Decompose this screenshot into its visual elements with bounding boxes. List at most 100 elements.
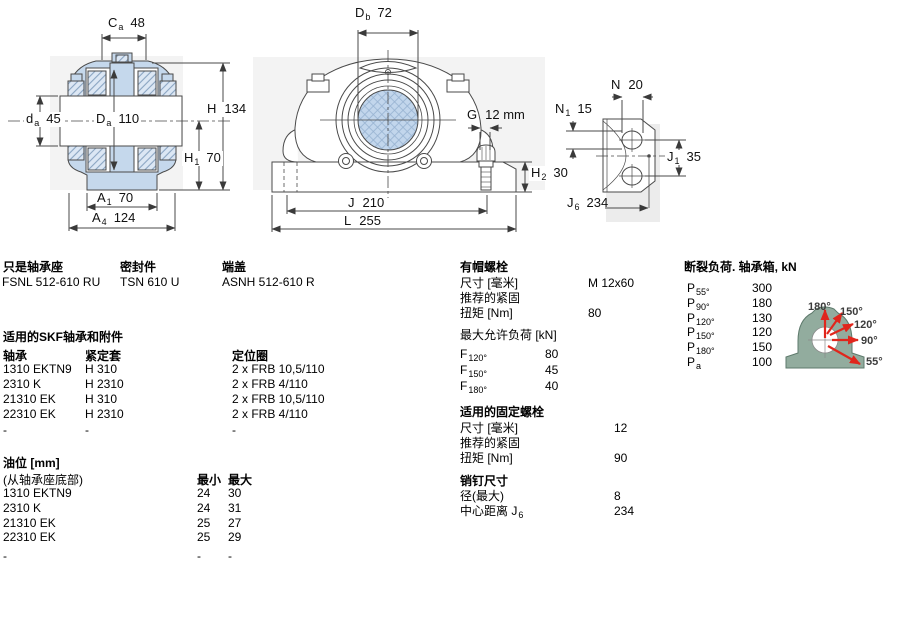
cap-bolt-size-value: M 12x60 — [588, 276, 635, 290]
bearing-cell: 22310 EK — [3, 530, 56, 544]
table-row: - - - — [0, 423, 430, 437]
attachment-bolt-size-label: 尺寸 [毫米] — [460, 421, 519, 435]
load-f180-value: 40 — [545, 379, 559, 393]
load-f150-label: F150° — [460, 363, 487, 380]
col-header-sleeve: 紧定套 — [85, 349, 122, 363]
end-cover-value: ASNH 512-610 R — [222, 275, 315, 289]
load-p120-label: P120° — [687, 311, 715, 328]
col-header-ring: 定位圈 — [232, 349, 269, 363]
load-p180-value: 150 — [752, 340, 773, 354]
attachment-bolt-torque-label: 扭矩 [Nm] — [460, 451, 513, 465]
table-row: 2310 K 24 31 — [0, 501, 430, 515]
seal-value: TSN 610 U — [120, 275, 180, 289]
load-p150-label: P150° — [687, 325, 715, 342]
cap-bolt-size-label: 尺寸 [毫米] — [460, 276, 519, 290]
ring-cell: 2 x FRB 10,5/110 — [232, 392, 325, 406]
housing-only-label: 只是轴承座 — [3, 260, 64, 274]
col-header-max: 最大 — [228, 473, 253, 487]
table-row: 1310 EKTN9 H 310 2 x FRB 10,5/110 — [0, 362, 430, 376]
attachment-bolt-torque-value: 90 — [614, 451, 628, 465]
ring-cell: 2 x FRB 4/110 — [232, 407, 308, 421]
load-f150-value: 45 — [545, 363, 559, 377]
table-row: 21310 EK 25 27 — [0, 516, 430, 530]
bearing-cell: 22310 EK — [3, 407, 56, 421]
pin-center-distance-label: 中心距离 J6 — [460, 504, 524, 521]
cap-bolt-torque-label: 扭矩 [Nm] — [460, 306, 513, 320]
breaking-loads-title: 断裂负荷. 轴承箱, kN — [684, 260, 797, 274]
max-cell: 29 — [228, 530, 242, 544]
angle-label-90: 90° — [861, 335, 878, 347]
sleeve-cell: H 310 — [85, 392, 118, 406]
bearing-section-lower-left — [87, 147, 107, 171]
angle-label-150: 150° — [840, 306, 863, 318]
pin-center-distance-value: 234 — [614, 504, 635, 518]
table-row: - - - — [0, 549, 430, 563]
load-direction-diagram — [785, 306, 865, 369]
angle-label-120: 120° — [854, 319, 877, 331]
pin-diameter-label: 径(最大) — [460, 489, 504, 503]
load-p180-label: P180° — [687, 340, 715, 357]
load-p120-value: 130 — [752, 311, 773, 325]
pin-diameter-value: 8 — [614, 489, 621, 503]
min-cell: 24 — [197, 486, 211, 500]
ring-cell: - — [232, 423, 236, 437]
ring-cell: 2 x FRB 4/110 — [232, 377, 308, 391]
load-pa-value: 100 — [752, 355, 773, 369]
seal-label: 密封件 — [120, 260, 157, 274]
col-header-bearing: 轴承 — [3, 349, 28, 363]
table-row: 2310 K H 2310 2 x FRB 4/110 — [0, 377, 430, 391]
bearing-cell: 1310 EKTN9 — [3, 486, 72, 500]
bearing-cell: 21310 EK — [3, 516, 56, 530]
min-cell: 24 — [197, 501, 211, 515]
max-cell: 30 — [228, 486, 242, 500]
load-f120-value: 80 — [545, 347, 559, 361]
dimension-lines-front-view — [271, 29, 532, 233]
sleeve-cell: H 2310 — [85, 407, 124, 421]
cap-bolts-title: 有帽螺栓 — [460, 260, 509, 274]
load-p90-value: 180 — [752, 296, 773, 310]
attachment-bolt-size-value: 12 — [614, 421, 628, 435]
load-p90-label: P90° — [687, 296, 710, 313]
attachment-bolt-tighten-label: 推荐的紧固 — [460, 436, 521, 450]
housing-only-value: FSNL 512-610 RU — [2, 275, 101, 289]
attachment-bolts-title: 适用的固定螺栓 — [460, 405, 545, 419]
dimension-lines-foot-view — [566, 93, 686, 212]
cap-bolt-torque-value: 80 — [588, 306, 602, 320]
table-row: 22310 EK H 2310 2 x FRB 4/110 — [0, 407, 430, 421]
load-f180-label: F180° — [460, 379, 487, 396]
load-p55-value: 300 — [752, 281, 773, 295]
bearing-section-lower-right — [137, 147, 157, 171]
max-cell: 27 — [228, 516, 242, 530]
foot-plan-drawing — [566, 93, 690, 222]
end-cover-label: 端盖 — [222, 260, 247, 274]
load-f120-label: F120° — [460, 347, 487, 364]
max-cell: - — [228, 549, 232, 563]
sleeve-cell: H 310 — [85, 362, 118, 376]
bearing-section-upper-right — [137, 70, 157, 96]
seal-section-right — [159, 80, 177, 97]
cap-bolt-tighten-label: 推荐的紧固 — [460, 291, 521, 305]
min-cell: - — [197, 549, 201, 563]
base-plate — [271, 161, 517, 193]
max-cell: 31 — [228, 501, 242, 515]
bearing-cell: - — [3, 549, 7, 563]
max-load-title: 最大允许负荷 [kN] — [460, 328, 557, 342]
front-view-drawing — [253, 29, 545, 233]
min-cell: 25 — [197, 530, 211, 544]
table-row: 1310 EKTN9 24 30 — [0, 486, 430, 500]
bearings-section-title: 适用的SKF轴承和附件 — [3, 330, 124, 344]
bearing-cell: 1310 EKTN9 — [3, 362, 72, 376]
